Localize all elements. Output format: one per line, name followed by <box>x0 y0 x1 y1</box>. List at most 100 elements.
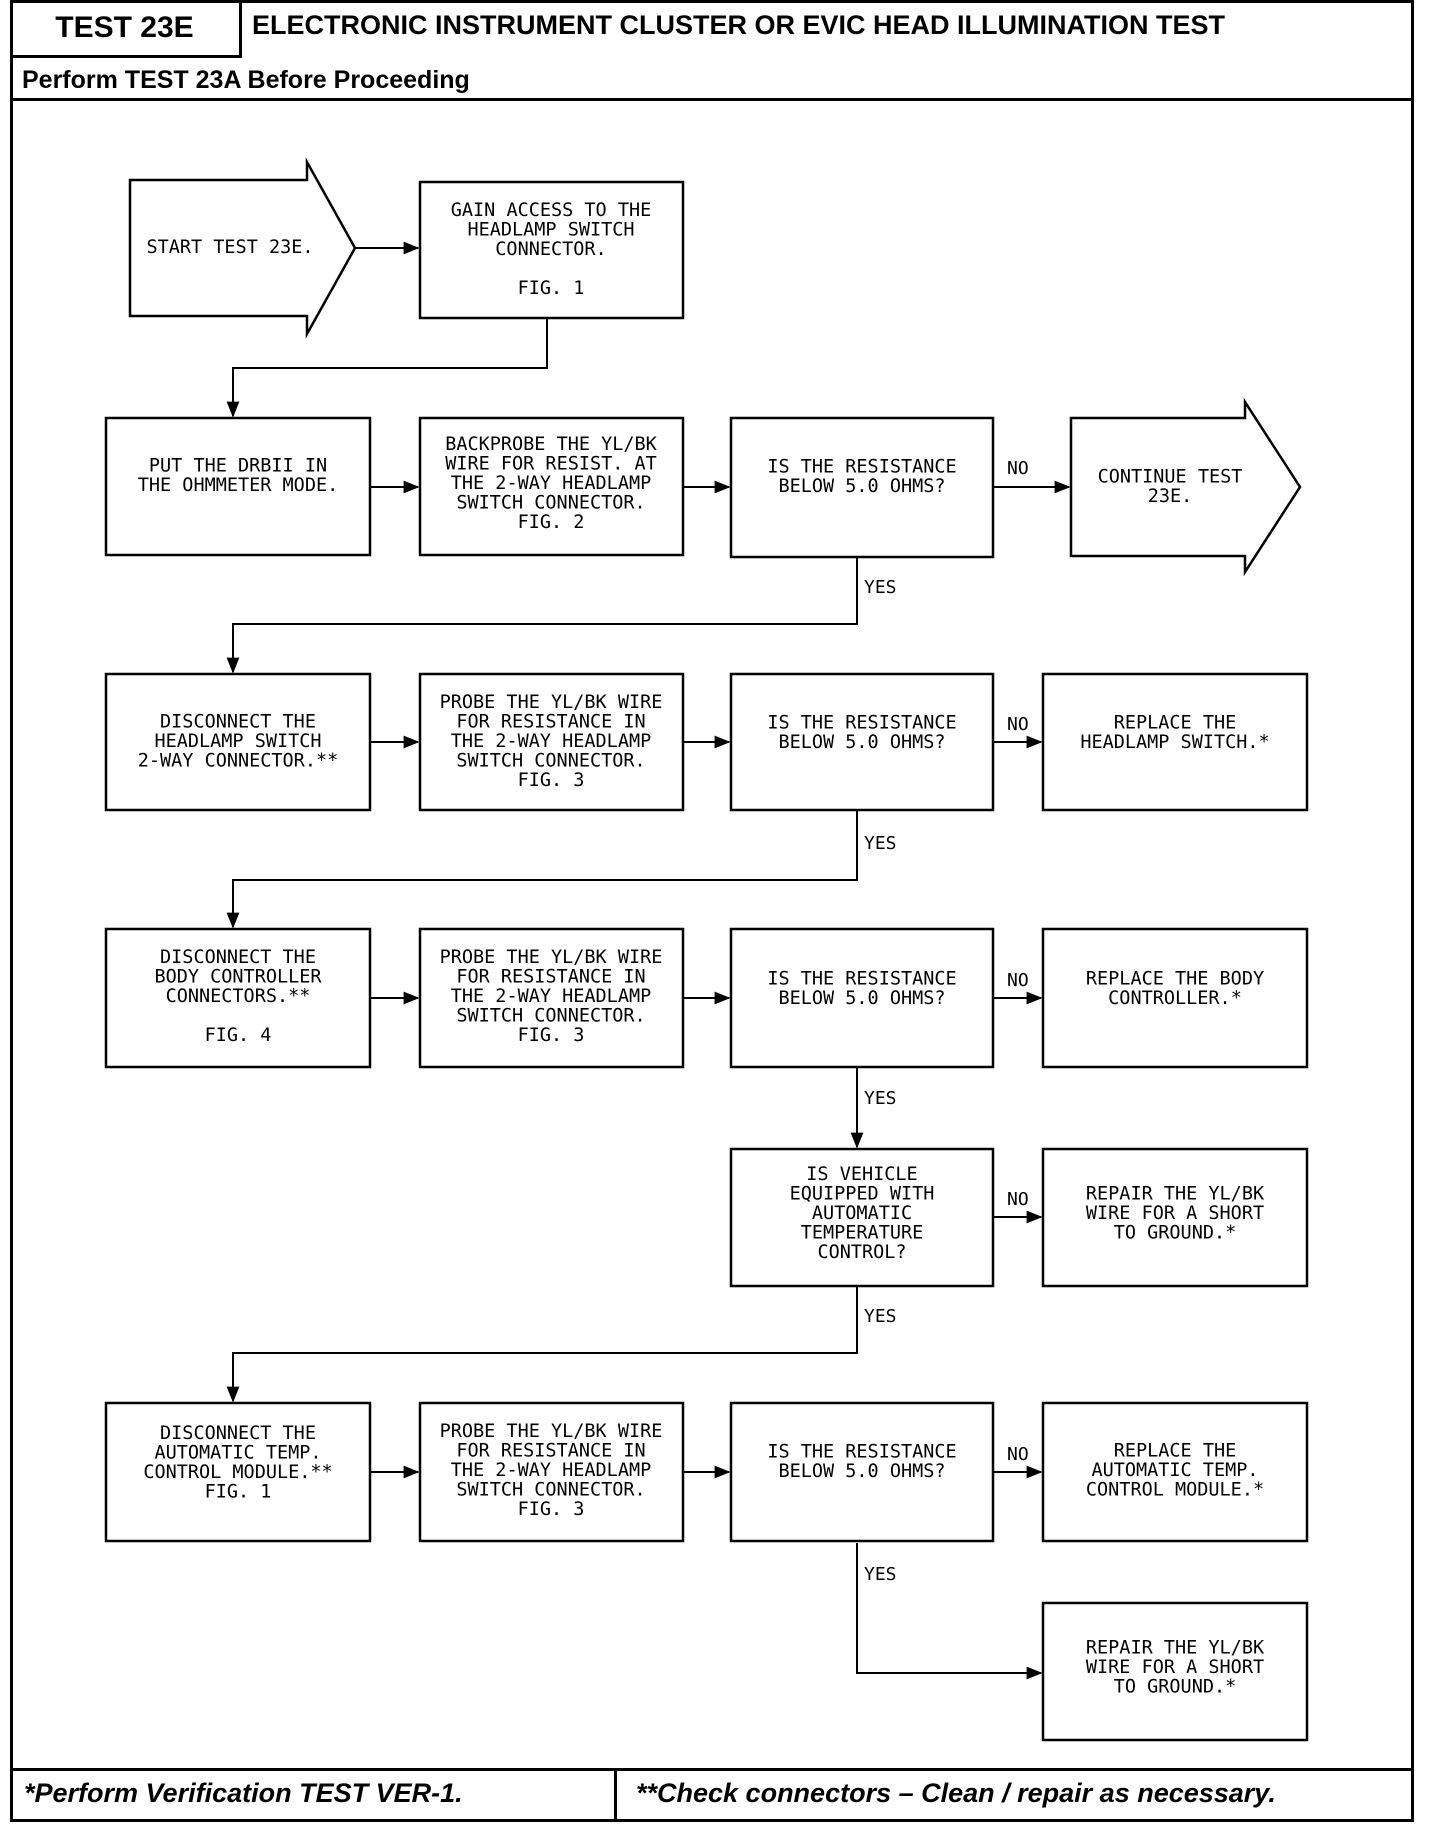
replace-atc-box <box>1041 1401 1309 1543</box>
label-no-q4: NO <box>1007 1444 1029 1465</box>
q1-resistance-box <box>729 416 995 559</box>
label-yes-atc: YES <box>864 1306 897 1327</box>
box-text-line: WIRE FOR A SHORT <box>1086 1657 1264 1678</box>
q2-resistance-box <box>729 672 995 812</box>
box-text-line: BODY CONTROLLER <box>154 967 322 988</box>
box-text-line: FIG. 3 <box>518 770 585 791</box>
box-text-line: DISCONNECT THE <box>160 947 316 968</box>
label-no-atc: NO <box>1007 1189 1029 1210</box>
box-text-line: HEADLAMP SWITCH <box>467 220 634 241</box>
arrow-atc-yes <box>226 1286 858 1403</box>
box-text-line: FOR RESISTANCE IN <box>456 1441 645 1462</box>
box-text-line: REPLACE THE BODY <box>1086 968 1264 989</box>
disc-headlamp-box <box>104 672 372 812</box>
box-text-line: FIG. 1 <box>205 1481 272 1502</box>
replace-switch-box <box>1041 672 1309 812</box>
footer-verification-note: *Perform Verification TEST VER-1. <box>24 1778 463 1808</box>
arrow-access-to-drbii <box>226 318 548 418</box>
box-text-line: PROBE THE YL/BK WIRE <box>440 947 663 968</box>
q3-resistance-box <box>729 927 995 1069</box>
box-text-line: REPLACE THE <box>1114 712 1237 733</box>
label-yes-q2: YES <box>864 833 897 854</box>
page-title: ELECTRONIC INSTRUMENT CLUSTER OR EVIC HE… <box>252 10 1225 40</box>
label-no-q2: NO <box>1007 714 1029 735</box>
box-text-line: CONTINUE TEST <box>1098 466 1243 487</box>
box-text-line: FIG. 4 <box>205 1025 272 1046</box>
box-text-line: THE 2-WAY HEADLAMP <box>451 731 651 752</box>
probe-a-box <box>418 672 685 812</box>
backprobe-box <box>418 416 685 557</box>
footer-separator <box>614 1768 617 1822</box>
footer-connector-note: **Check connectors – Clean / repair as n… <box>636 1778 1276 1808</box>
box-text-line: AUTOMATIC TEMP. <box>154 1442 321 1463</box>
box-text-line: WIRE FOR A SHORT <box>1086 1203 1264 1224</box>
replace-body-box <box>1041 927 1309 1069</box>
box-text-line: WIRE FOR RESIST. AT <box>445 454 657 475</box>
header-divider <box>10 98 1414 101</box>
box-text-line: THE OHMMETER MODE. <box>138 475 338 496</box>
box-text-line: SWITCH CONNECTOR. <box>456 493 645 514</box>
box-text-line: BELOW 5.0 OHMS? <box>778 988 945 1009</box>
branch-labels: NO YES NO YES NO YES NO YES NO YES <box>864 458 1029 1585</box>
box-text-line: TO GROUND.* <box>1114 1677 1237 1698</box>
probe-b-box <box>418 927 685 1069</box>
box-text-line: BELOW 5.0 OHMS? <box>778 476 945 497</box>
label-yes-q1: YES <box>864 577 897 598</box>
footer-divider <box>10 1768 1414 1771</box>
box-text-line: SWITCH CONNECTOR. <box>456 1480 645 1501</box>
box-text-line: THE 2-WAY HEADLAMP <box>451 1460 651 1481</box>
box-text-line: IS THE RESISTANCE <box>767 1441 956 1462</box>
box-text-line: CONTROL MODULE.* <box>1086 1480 1264 1501</box>
probe-c-box <box>418 1401 685 1543</box>
box-text-line: IS VEHICLE <box>806 1164 917 1185</box>
box-text-line: CONNECTORS.** <box>166 986 311 1007</box>
box-text-line: FIG. 3 <box>518 1499 585 1520</box>
box-text-line: HEADLAMP SWITCH.* <box>1080 732 1269 753</box>
box-text-line: TEMPERATURE <box>801 1223 924 1244</box>
repair-1-box <box>1041 1147 1309 1288</box>
box-text-line: GAIN ACCESS TO THE <box>451 200 651 221</box>
box-text-line: CONTROLLER.* <box>1108 988 1242 1009</box>
gain-access-box <box>418 180 685 320</box>
box-text-line: EQUIPPED WITH <box>790 1184 935 1205</box>
box-text-line: FIG. 1 <box>518 278 585 299</box>
q-atc-box <box>729 1147 995 1288</box>
box-text-line: IS THE RESISTANCE <box>767 456 956 477</box>
disc-atc-box <box>104 1401 372 1543</box>
box-text-line: PROBE THE YL/BK WIRE <box>440 1421 663 1442</box>
box-text-line: BELOW 5.0 OHMS? <box>778 1461 945 1482</box>
box-text-line: IS THE RESISTANCE <box>767 968 956 989</box>
box-text-line: THE 2-WAY HEADLAMP <box>451 986 651 1007</box>
test-id: TEST 23E <box>10 0 242 58</box>
box-text-line: FIG. 3 <box>518 1025 585 1046</box>
label-yes-q4: YES <box>864 1564 897 1585</box>
box-text-line: AUTOMATIC <box>812 1203 912 1224</box>
box-text-line: TO GROUND.* <box>1114 1223 1237 1244</box>
page-frame <box>10 0 1414 1822</box>
box-text-line: FIG. 2 <box>518 512 585 533</box>
box-text-line: CONNECTOR. <box>495 239 606 260</box>
box-text-line: 23E. <box>1148 486 1193 507</box>
box-text-line: START TEST 23E. <box>146 237 313 258</box>
box-text-line: BACKPROBE THE YL/BK <box>445 434 657 455</box>
disc-body-box <box>104 927 372 1069</box>
box-text-line: IS THE RESISTANCE <box>767 712 956 733</box>
label-no-q3: NO <box>1007 970 1029 991</box>
continue-terminal <box>1069 397 1302 577</box>
